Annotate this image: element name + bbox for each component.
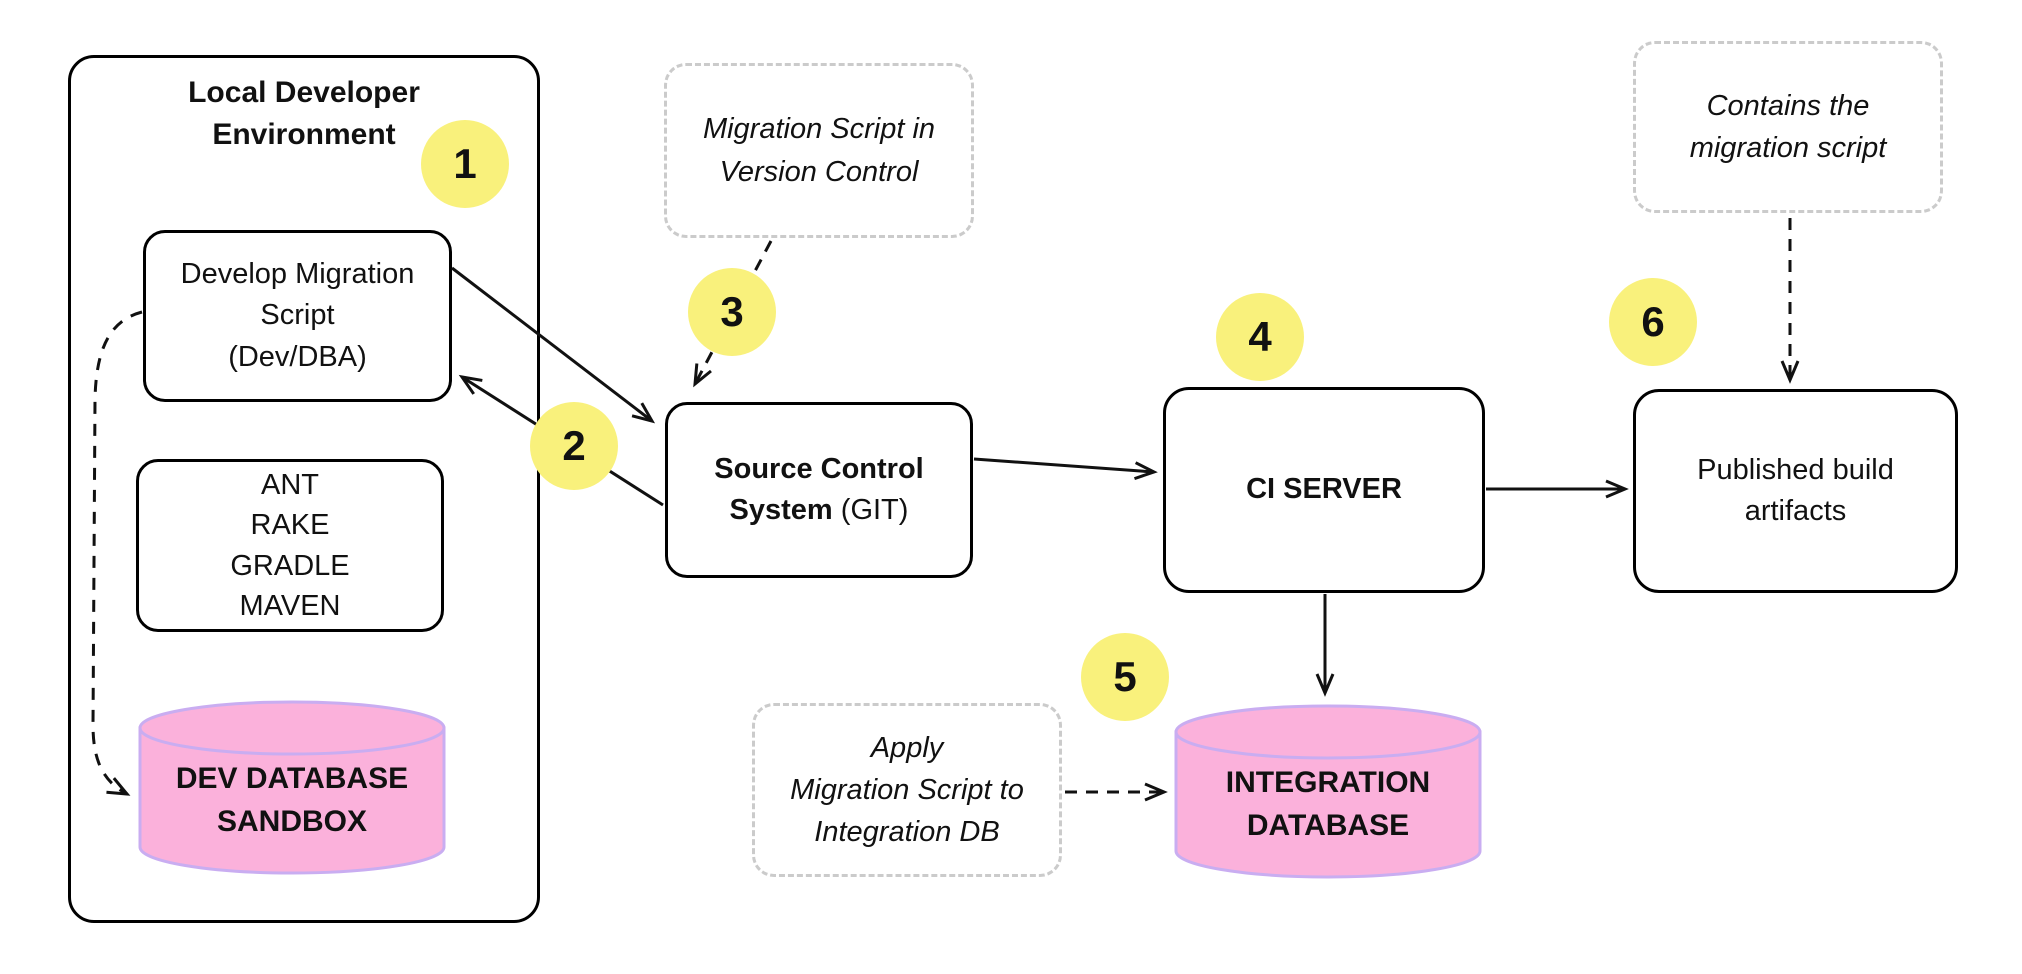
published-artifacts-label: Published build artifacts (1697, 453, 1894, 527)
build-tools-box: ANT RAKE GRADLE MAVEN (136, 459, 444, 632)
apply-migration-note: Apply Migration Script to Integration DB (752, 703, 1062, 877)
contains-migration-label: Contains the migration script (1689, 89, 1887, 164)
step-number: 3 (720, 288, 744, 335)
dev-database-sandbox-label: DEV DATABASE SANDBOX (175, 761, 409, 839)
step-number: 1 (453, 140, 477, 187)
database-cylinder-icon (1174, 704, 1482, 879)
develop-migration-script-label: Develop Migration Script (Dev/DBA) (180, 258, 415, 373)
contains-migration-note: Contains the migration script (1633, 41, 1943, 213)
source-control-label: Source Control System (GIT) (714, 452, 924, 526)
build-tools-label: ANT RAKE GRADLE MAVEN (230, 469, 350, 622)
develop-migration-script-box: Develop Migration Script (Dev/DBA) (143, 230, 452, 402)
dev-database-sandbox-cylinder: DEV DATABASE SANDBOX (136, 698, 448, 878)
step-number: 2 (562, 422, 586, 469)
integration-database-label: INTEGRATION DATABASE (1225, 765, 1431, 843)
step-number: 5 (1113, 653, 1137, 700)
step-circle-4: 4 (1216, 293, 1304, 381)
ci-server-box: CI SERVER (1163, 387, 1485, 593)
step-circle-2: 2 (530, 402, 618, 490)
step-number: 6 (1641, 298, 1665, 345)
ci-server-label: CI SERVER (1246, 473, 1402, 506)
arrow-scs-to-ci (973, 457, 1158, 481)
step-circle-1: 1 (421, 120, 509, 208)
local-dev-environment-title: Local Developer Environment (188, 76, 420, 151)
database-cylinder-icon (138, 700, 446, 875)
step-circle-5: 5 (1081, 633, 1169, 721)
migration-script-vc-label: Migration Script in Version Control (702, 113, 936, 188)
step-circle-3: 3 (688, 268, 776, 356)
published-artifacts-box: Published build artifacts (1633, 389, 1958, 593)
migration-script-vc-note: Migration Script in Version Control (664, 63, 974, 238)
integration-database-cylinder: INTEGRATION DATABASE (1172, 702, 1484, 882)
step-circle-6: 6 (1609, 278, 1697, 366)
step-number: 4 (1248, 313, 1272, 360)
apply-migration-label: Apply Migration Script to Integration DB (790, 731, 1024, 849)
source-control-box: Source Control System (GIT) (665, 402, 973, 578)
